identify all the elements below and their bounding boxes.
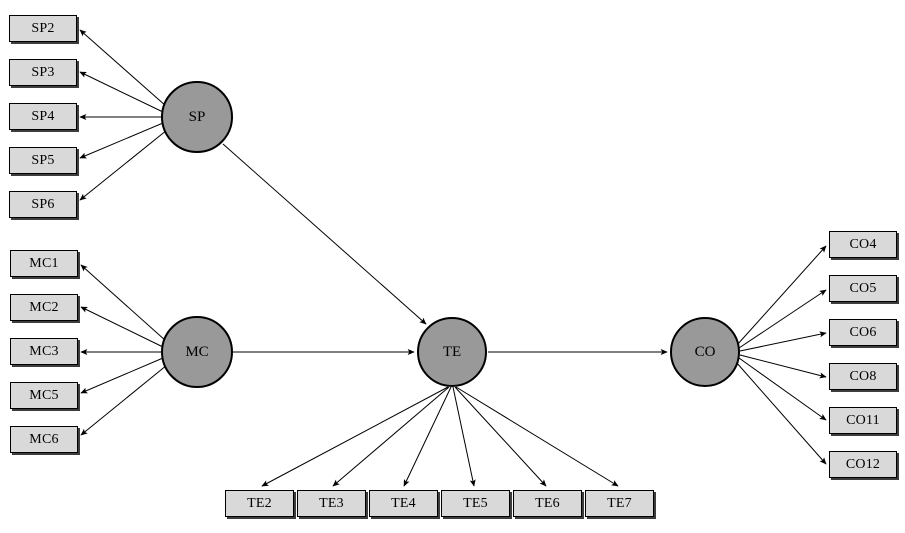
indicator-box-sp2[interactable]: SP2 <box>9 15 77 42</box>
indicator-label-sp2: SP2 <box>31 20 55 36</box>
indicator-box-mc1[interactable]: MC1 <box>10 250 78 277</box>
indicator-label-mc6: MC6 <box>29 431 59 447</box>
indicator-box-sp5[interactable]: SP5 <box>9 147 77 174</box>
indicator-box-co11[interactable]: CO11 <box>829 407 897 434</box>
indicator-box-sp3[interactable]: SP3 <box>9 59 77 86</box>
indicator-box-co8[interactable]: CO8 <box>829 363 897 390</box>
measurement-paths-group <box>79 29 827 487</box>
indicator-label-sp4: SP4 <box>31 108 55 124</box>
indicator-box-co5[interactable]: CO5 <box>829 275 897 302</box>
measurement-path-co-to-co4 <box>736 245 827 346</box>
measurement-path-mc-to-mc2 <box>80 306 164 348</box>
measurement-path-sp-to-sp3 <box>79 71 164 113</box>
latent-circle-co[interactable]: CO <box>670 317 740 387</box>
indicator-label-te6: TE6 <box>535 495 560 511</box>
latent-circle-mc[interactable]: MC <box>161 316 233 388</box>
indicator-label-te4: TE4 <box>391 495 416 511</box>
measurement-path-co-to-co11 <box>738 357 827 421</box>
measurement-path-sp-to-sp6 <box>79 129 168 201</box>
indicator-label-mc1: MC1 <box>29 255 59 271</box>
indicator-label-mc5: MC5 <box>29 387 59 403</box>
indicator-label-sp5: SP5 <box>31 152 55 168</box>
indicator-box-mc6[interactable]: MC6 <box>10 426 78 453</box>
indicator-label-co11: CO11 <box>846 412 880 428</box>
indicator-box-te5[interactable]: TE5 <box>441 490 510 517</box>
indicator-box-co12[interactable]: CO12 <box>829 451 897 478</box>
indicator-label-co6: CO6 <box>849 324 877 340</box>
measurement-path-te-to-te6 <box>454 386 547 487</box>
indicator-box-sp6[interactable]: SP6 <box>9 191 77 218</box>
indicator-label-sp6: SP6 <box>31 196 55 212</box>
latent-circle-te[interactable]: TE <box>417 317 487 387</box>
indicator-box-te4[interactable]: TE4 <box>369 490 438 517</box>
indicator-label-te2: TE2 <box>247 495 272 511</box>
indicator-box-mc3[interactable]: MC3 <box>10 338 78 365</box>
indicator-box-co4[interactable]: CO4 <box>829 231 897 258</box>
indicator-box-co6[interactable]: CO6 <box>829 319 897 346</box>
indicator-label-te3: TE3 <box>319 495 344 511</box>
measurement-path-co-to-co5 <box>738 289 827 349</box>
measurement-path-te-to-te4 <box>403 386 452 487</box>
latent-label-mc: MC <box>185 343 209 360</box>
indicator-label-co12: CO12 <box>845 456 881 472</box>
latent-label-co: CO <box>694 343 716 360</box>
indicator-label-mc3: MC3 <box>29 343 59 359</box>
measurement-path-mc-to-mc6 <box>80 364 168 436</box>
indicator-label-co4: CO4 <box>849 236 877 252</box>
indicator-label-mc2: MC2 <box>29 299 59 315</box>
measurement-path-co-to-co8 <box>739 354 827 379</box>
structural-path-sp-to-te <box>222 143 427 325</box>
latent-label-sp: SP <box>188 108 206 125</box>
measurement-path-mc-to-mc1 <box>80 264 167 342</box>
indicator-label-te5: TE5 <box>463 495 488 511</box>
latent-label-te: TE <box>442 343 462 360</box>
structural-paths-group <box>222 143 668 356</box>
measurement-path-te-to-te3 <box>332 386 450 487</box>
indicator-label-te7: TE7 <box>607 495 632 511</box>
indicator-box-te6[interactable]: TE6 <box>513 490 582 517</box>
measurement-path-mc-to-mc5 <box>80 357 164 394</box>
indicator-box-mc2[interactable]: MC2 <box>10 294 78 321</box>
measurement-path-sp-to-sp2 <box>79 29 167 107</box>
indicator-label-co5: CO5 <box>849 280 877 296</box>
measurement-path-sp-to-sp5 <box>79 122 164 159</box>
measurement-path-co-to-co12 <box>735 361 827 465</box>
indicator-label-co8: CO8 <box>849 368 877 384</box>
indicator-box-te7[interactable]: TE7 <box>585 490 654 517</box>
indicator-box-te2[interactable]: TE2 <box>225 490 294 517</box>
measurement-path-te-to-te2 <box>261 386 449 487</box>
measurement-path-te-to-te5 <box>452 386 476 487</box>
indicator-box-sp4[interactable]: SP4 <box>9 103 77 130</box>
indicator-label-sp3: SP3 <box>31 64 55 80</box>
indicator-box-te3[interactable]: TE3 <box>297 490 366 517</box>
measurement-path-co-to-co6 <box>739 331 827 352</box>
indicator-box-mc5[interactable]: MC5 <box>10 382 78 409</box>
measurement-path-te-to-te7 <box>455 386 619 487</box>
latent-circle-sp[interactable]: SP <box>161 81 233 153</box>
